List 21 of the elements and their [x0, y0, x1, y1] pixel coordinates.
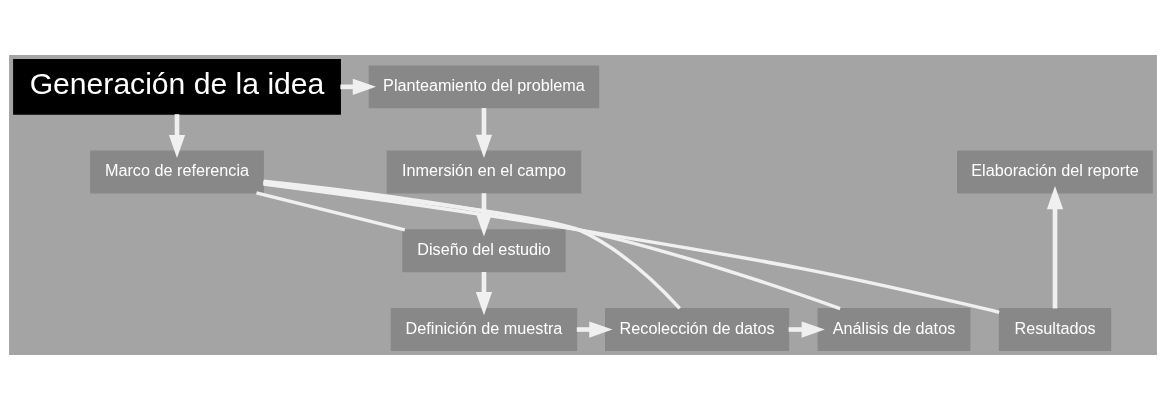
- node-box: Resultados: [998, 307, 1112, 351]
- connector: [256, 190, 406, 232]
- connector: [263, 179, 841, 310]
- node-box: Diseño del estudio: [402, 228, 566, 272]
- node-box: Análisis de datos: [817, 307, 971, 351]
- node-box: Marco de referencia: [90, 150, 264, 193]
- arrow: [168, 113, 186, 158]
- node-box: Generación de la idea: [13, 58, 341, 115]
- node-box: Definición de muestra: [390, 307, 578, 351]
- arrow: [1046, 185, 1064, 308]
- arrow: [576, 320, 613, 338]
- arrow: [475, 271, 493, 315]
- connector: [263, 181, 1000, 314]
- connector: [263, 180, 681, 309]
- arrow: [788, 320, 825, 338]
- node-box: Recolección de datos: [605, 307, 790, 351]
- node-box: Elaboración del reporte: [957, 150, 1153, 193]
- arrow: [475, 192, 493, 236]
- node-box: Inmersión en el campo: [386, 150, 582, 193]
- node-box: Planteamiento del problema: [368, 64, 600, 108]
- arrow: [475, 107, 493, 158]
